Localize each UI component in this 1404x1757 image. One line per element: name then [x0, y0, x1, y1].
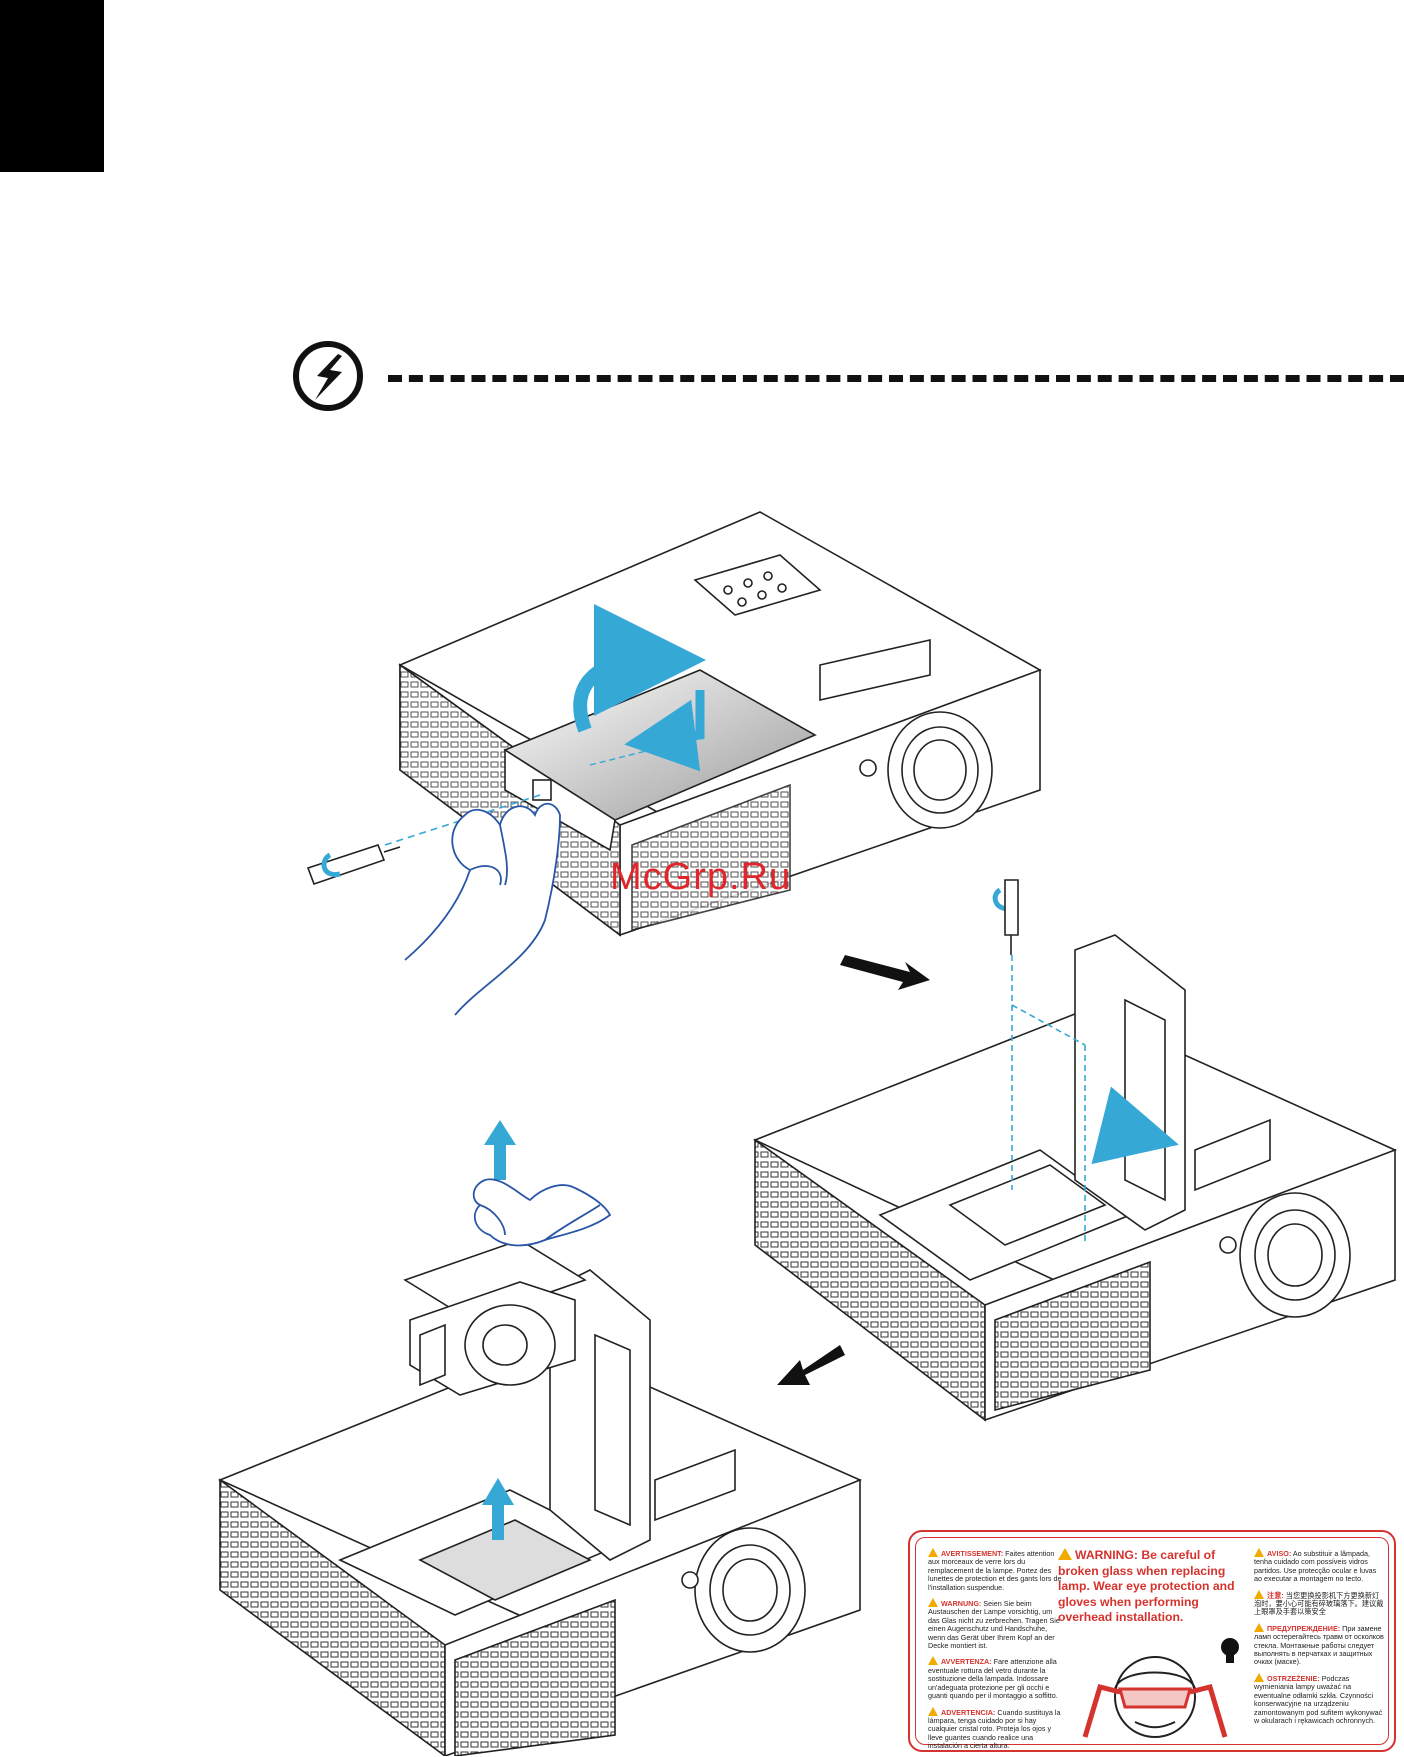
- warning-divider: [388, 375, 1404, 382]
- label-item: ПРЕДУПРЕЖДЕНИЕ: При замене ламп остерега…: [1254, 1622, 1384, 1667]
- warning-label-left-column: AVERTISSEMENT: Faites attention aux morc…: [928, 1548, 1063, 1757]
- lamp-icon: [1221, 1638, 1239, 1663]
- label-item: AVVERTENZA: Fare attenzione alla eventua…: [928, 1656, 1058, 1701]
- label-item: OSTRZEŻENIE: Podczas wymieniania lampy u…: [1254, 1672, 1383, 1725]
- warning-triangle-icon: [1254, 1548, 1264, 1557]
- chapter-tab: [0, 0, 104, 172]
- screwdriver-icon: [1004, 879, 1019, 955]
- label-item: WARNUNG: Seien Sie beim Austauschen der …: [928, 1598, 1060, 1651]
- warning-label-border: [915, 1537, 1389, 1745]
- lift-arrows: [482, 1120, 516, 1540]
- warning-label: AVERTISSEMENT: Faites attention aux morc…: [908, 1530, 1396, 1752]
- screwdriver-icon: [306, 844, 401, 886]
- projector-step-3: [217, 1239, 863, 1756]
- projector-step-2: [752, 934, 1398, 1422]
- hand-icon: [404, 802, 561, 1016]
- warning-triangle-icon: [928, 1598, 938, 1608]
- flow-arrow-icon: [777, 1345, 845, 1385]
- warning-label-main: WARNING: Be careful of broken glass when…: [1058, 1548, 1235, 1624]
- remove-cover-arrows: [384, 604, 706, 846]
- warning-row: [290, 338, 1404, 418]
- warning-triangle-icon: [1058, 1548, 1072, 1560]
- warning-label-right-column: AVISO: Ao substituir a lâmpada, tenha cu…: [1254, 1548, 1386, 1731]
- label-item: ADVERTENCIA: Cuando sustituya la lámpara…: [928, 1706, 1061, 1751]
- warning-triangle-icon: [1254, 1589, 1264, 1599]
- step-2-guides: [992, 887, 1179, 1245]
- warning-triangle-icon: [928, 1548, 938, 1557]
- electric-hazard-icon: [293, 341, 363, 411]
- warning-triangle-icon: [928, 1706, 938, 1716]
- hand-icon: [472, 1178, 612, 1247]
- label-item: 注意: 当您更换投影机下方更换新灯泡时，要小心可能有碎玻璃落下。建议戴上眼罩及手…: [1254, 1589, 1384, 1617]
- watermark: McGrp.Ru: [610, 856, 792, 898]
- goggles-person-icon: [1082, 1638, 1239, 1738]
- label-item: AVERTISSEMENT: Faites attention aux morc…: [928, 1548, 1062, 1592]
- warning-triangle-icon: [1254, 1672, 1264, 1682]
- warning-triangle-icon: [1254, 1622, 1264, 1632]
- flow-arrow-icon: [840, 955, 930, 990]
- projector-step-1: [398, 511, 1042, 937]
- warning-triangle-icon: [928, 1656, 938, 1666]
- label-item: AVISO: Ao substituir a lâmpada, tenha cu…: [1254, 1548, 1377, 1584]
